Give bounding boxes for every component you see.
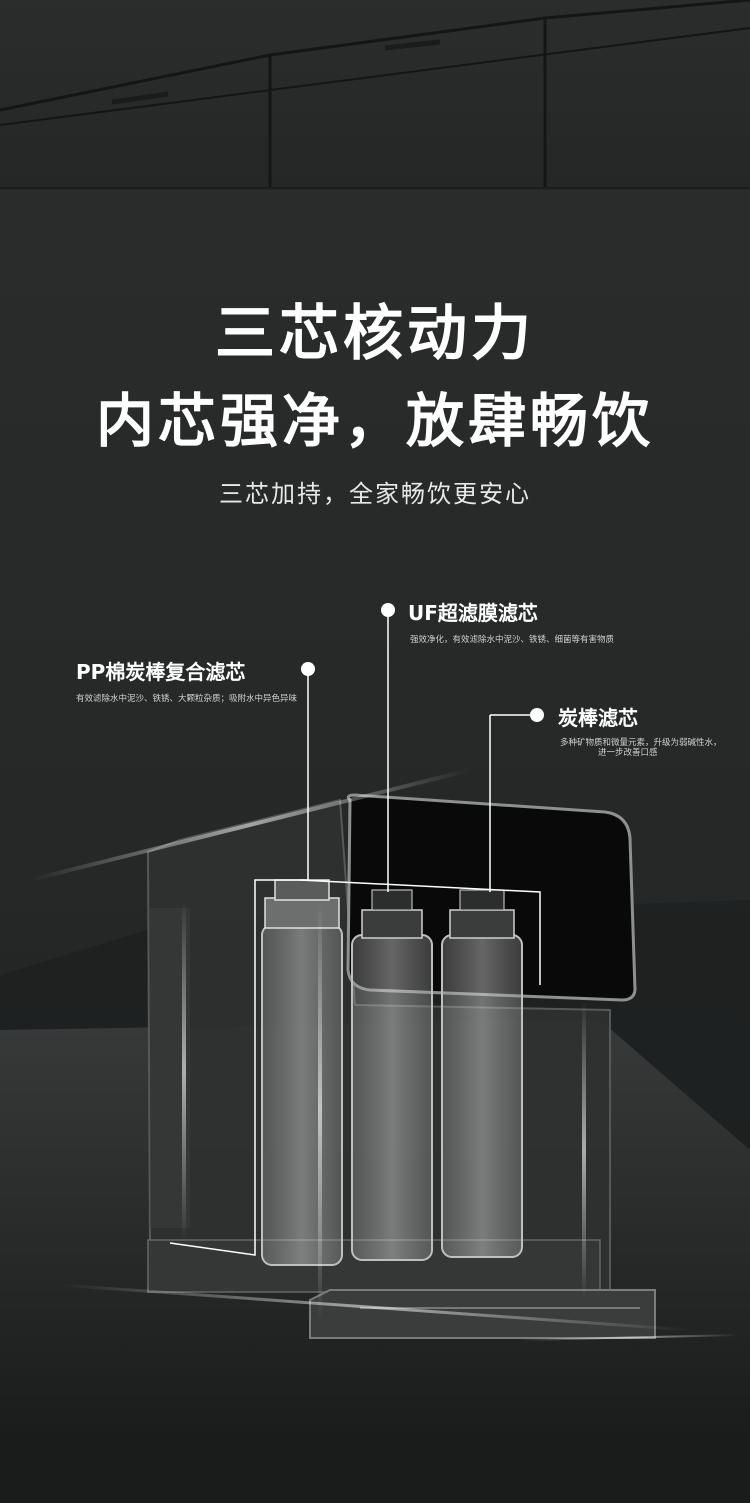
subtitle: 三芯加持，全家畅饮更安心 (219, 480, 531, 508)
filter-uf-dot (381, 603, 395, 617)
filter-uf-desc: 强效净化，有效滤除水中泥沙、铁锈、细菌等有害物质 (410, 635, 615, 645)
light-streaks (29, 768, 741, 1341)
filter-carbon-desc-1: 多种矿物质和微量元素，升级为弱碱性水， (560, 738, 722, 748)
filter-pp-dot (301, 662, 315, 676)
filter-carbon-desc-2: 进一步改善口感 (598, 748, 658, 758)
filter-pp-desc: 有效滤除水中泥沙、铁锈、大颗粒杂质；吸附水中异色异味 (76, 694, 298, 704)
filter-pp-label: PP棉炭棒复合滤芯 (76, 660, 246, 684)
filter-uf-label: UF超滤膜滤芯 (408, 601, 538, 625)
floor-strip (0, 1440, 750, 1503)
cabinet-background (0, 0, 750, 190)
filter-carbon-dot (530, 708, 544, 722)
headline-line-2: 内芯强净，放肆畅饮 (95, 387, 654, 455)
filter-carbon-label: 炭棒滤芯 (558, 706, 638, 730)
headline-line-1: 三芯核动力 (215, 299, 535, 369)
filter-cartridges (261, 879, 523, 1266)
upper-cabinets (0, 0, 750, 189)
